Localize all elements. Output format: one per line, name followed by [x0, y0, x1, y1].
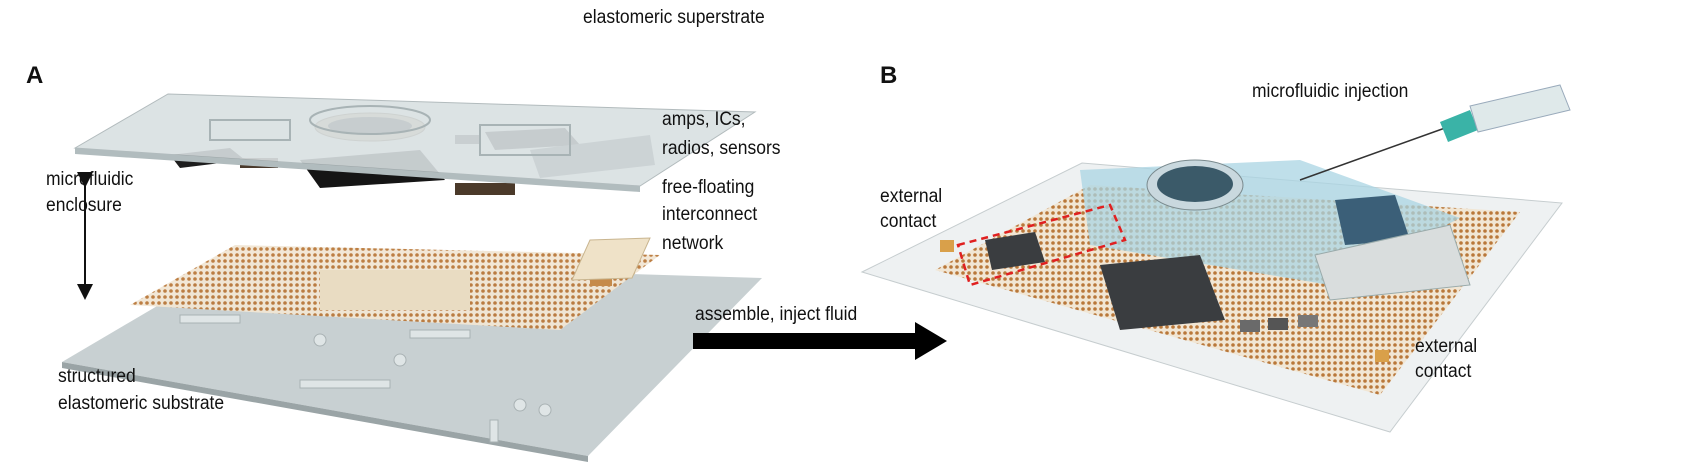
superstrate-label: elastomeric superstrate — [583, 7, 765, 28]
panel-b-letter: B — [880, 62, 898, 89]
components-label-2: radios, sensors — [662, 138, 781, 159]
interconnect-network — [130, 237, 660, 330]
highlight-box — [956, 203, 1127, 287]
enclosure-label-1: microfluidic — [46, 169, 134, 190]
panel-a-letter: A — [26, 62, 44, 89]
contact-left-label-2: contact — [880, 211, 937, 232]
enclosure-label-2: enclosure — [46, 195, 122, 216]
substrate-label-1: structured — [58, 366, 136, 387]
elastomeric-superstrate — [73, 93, 757, 192]
syringe — [1299, 84, 1571, 181]
contact-right-label-2: contact — [1415, 361, 1472, 382]
process-arrow-label: assemble, inject fluid — [695, 304, 858, 325]
contact-left-label-1: external — [880, 186, 943, 207]
process-arrow — [693, 322, 947, 360]
assembled-device — [860, 159, 1563, 433]
interconnect-label-2: interconnect — [662, 204, 758, 225]
substrate-label-2: elastomeric substrate — [58, 393, 225, 414]
interconnect-label-1: free-floating — [662, 177, 755, 198]
contact-right-label-1: external — [1415, 336, 1478, 357]
interconnect-label-3: network — [662, 233, 724, 254]
components-label-1: amps, ICs, — [662, 109, 746, 130]
injection-label: microfluidic injection — [1252, 81, 1409, 102]
